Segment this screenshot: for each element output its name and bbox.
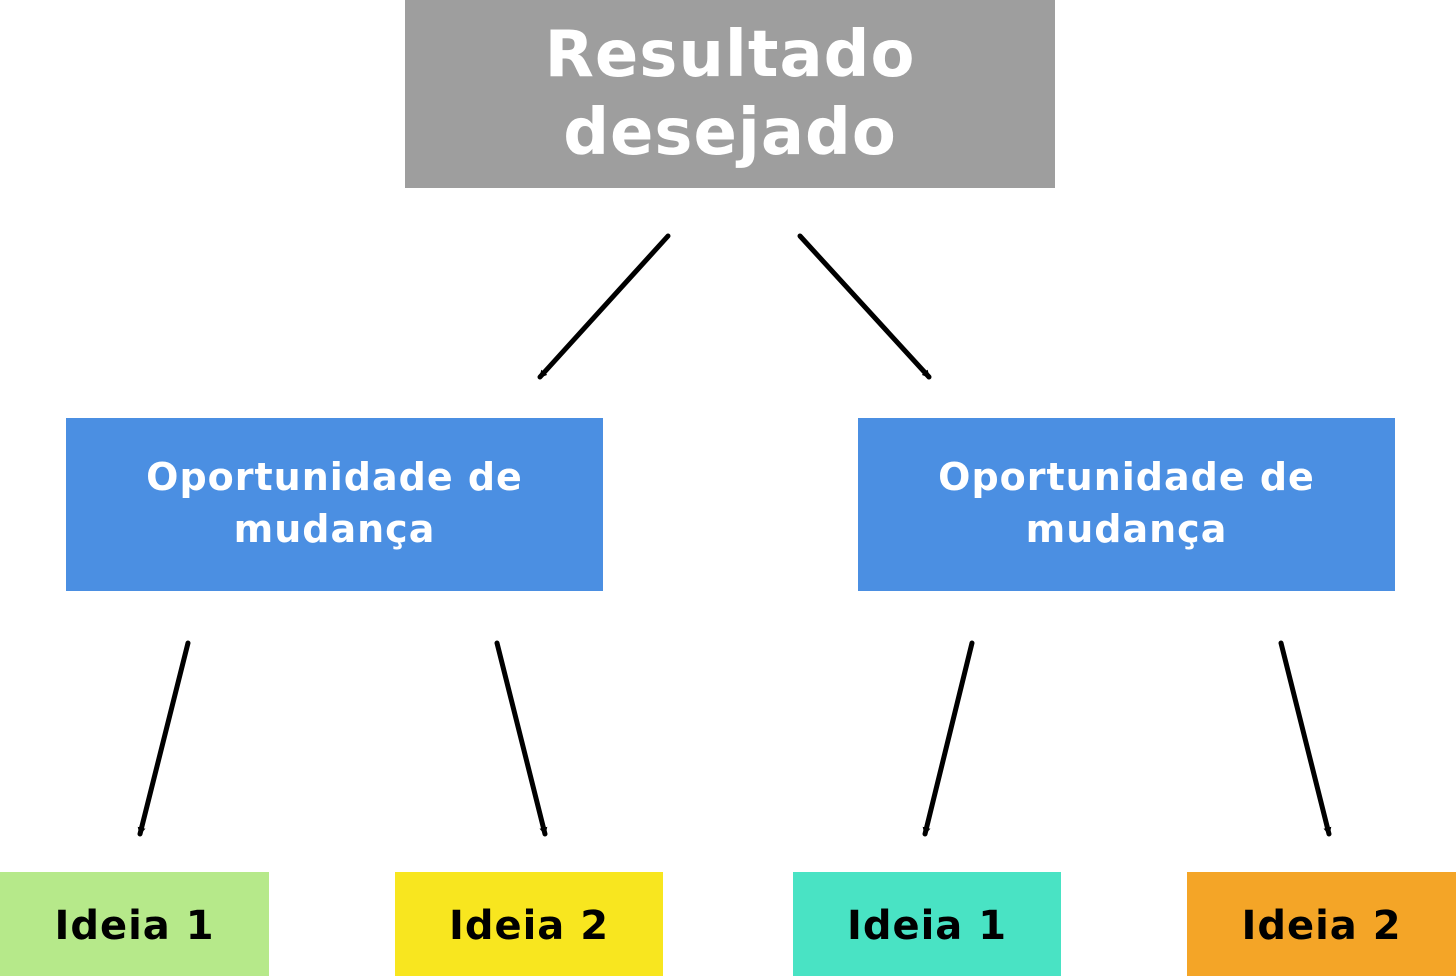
idea-left-2-label: Ideia 2 — [448, 903, 610, 949]
idea-left-1-label: Ideia 1 — [54, 903, 215, 949]
opportunity-right-line-2: mudança — [1025, 506, 1228, 551]
arrow-opportunity-right-to-idea-2 — [1278, 640, 1332, 837]
arrow-root-to-opportunity-right — [797, 233, 932, 380]
idea-right-2-label: Ideia 2 — [1241, 903, 1402, 949]
arrow-opportunity-left-to-idea-1 — [137, 640, 191, 837]
idea-right-1-label: Ideia 1 — [846, 903, 1008, 949]
opportunity-left-line-2: mudança — [233, 506, 436, 551]
idea-node-right-1: Ideia 1 — [793, 872, 1061, 976]
arrow-root-to-opportunity-left — [537, 233, 671, 380]
desired-outcome-line-1: Resultado — [544, 18, 916, 92]
arrow-opportunity-right-to-idea-1 — [922, 640, 975, 837]
opportunity-node-left: Oportunidade de mudança — [66, 418, 603, 591]
arrow-opportunity-left-to-idea-2 — [494, 640, 548, 837]
opportunity-right-line-1: Oportunidade de — [938, 454, 1315, 499]
desired-outcome-node: Resultado desejado — [405, 0, 1055, 188]
idea-node-left-2: Ideia 2 — [395, 872, 663, 976]
desired-outcome-line-2: desejado — [563, 96, 897, 170]
idea-node-left-1: Ideia 1 — [0, 872, 269, 976]
opportunity-node-right: Oportunidade de mudança — [858, 418, 1395, 591]
idea-node-right-2: Ideia 2 — [1187, 872, 1456, 976]
opportunity-left-line-1: Oportunidade de — [146, 454, 523, 499]
